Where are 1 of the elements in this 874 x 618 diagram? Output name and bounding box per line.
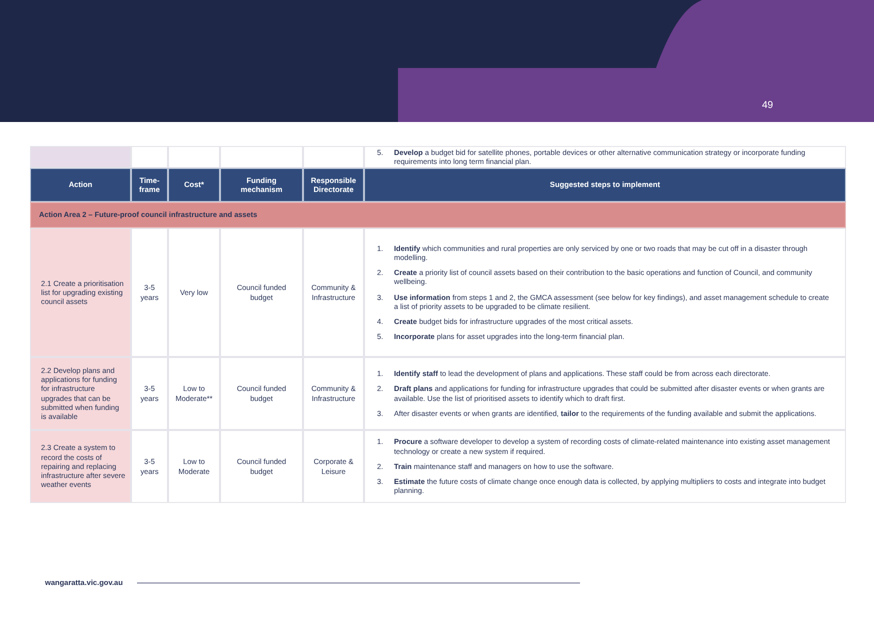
page-number: 49 [762,100,774,111]
